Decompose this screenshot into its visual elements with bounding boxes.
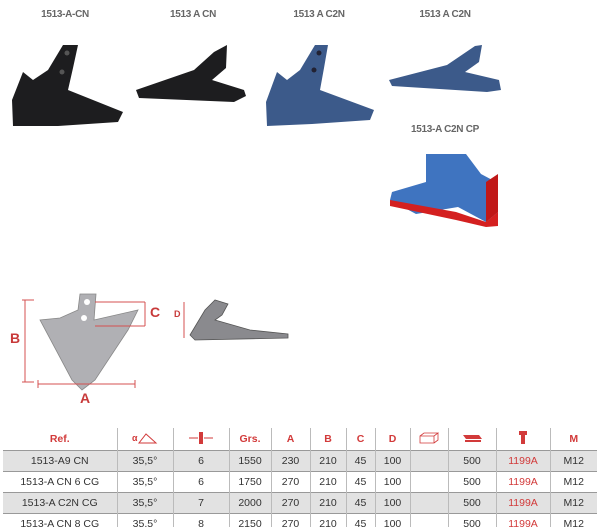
cell-c: 45: [345, 450, 375, 472]
cell-d: 100: [374, 492, 410, 514]
cell-ref: 1513-A CN 8 CG: [3, 513, 117, 527]
cell-a: 270: [270, 492, 310, 514]
cell-pallet: 500: [447, 513, 496, 527]
cell-m: M12: [549, 492, 597, 514]
cell-d: 100: [374, 471, 410, 493]
angle-icon: α: [116, 428, 173, 451]
cell-pallet: 500: [447, 450, 496, 472]
cell-grs: 2150: [228, 513, 271, 527]
cell-b: 210: [309, 492, 346, 514]
cell-a: 270: [270, 513, 310, 527]
cell-box: [409, 450, 448, 472]
product-caption: 1513 A C2N: [419, 9, 471, 20]
bolt-icon: [495, 428, 550, 451]
cell-angle: 35,5°: [116, 492, 173, 514]
table-header: Ref. α Grs. A B C D M: [3, 428, 597, 451]
product-image-1513-a-c2n: [266, 45, 374, 126]
box-icon: [409, 428, 448, 451]
cell-thickness: 6: [172, 450, 229, 472]
dimension-diagram: [22, 293, 289, 391]
cell-thickness: 6: [172, 471, 229, 493]
col-c: C: [345, 428, 375, 451]
cell-b: 210: [309, 471, 346, 493]
cell-angle: 35,5°: [116, 513, 173, 527]
cell-b: 210: [309, 513, 346, 527]
cell-bolt: 1199A: [495, 450, 550, 472]
dimension-label-a: A: [80, 390, 91, 406]
cell-a: 270: [270, 471, 310, 493]
cell-m: M12: [549, 450, 597, 472]
dimension-label-c: C: [150, 304, 161, 320]
cell-bolt: 1199A: [495, 513, 550, 527]
cell-grs: 1550: [228, 450, 271, 472]
cell-angle: 35,5°: [116, 450, 173, 472]
product-caption: 1513-A-CN: [41, 9, 89, 20]
cell-m: M12: [549, 513, 597, 527]
cell-bolt: 1199A: [495, 492, 550, 514]
product-caption: 1513 A C2N: [293, 9, 345, 20]
col-m: M: [549, 428, 597, 451]
cell-grs: 2000: [228, 492, 271, 514]
svg-text:α: α: [132, 433, 138, 443]
cell-box: [409, 492, 448, 514]
cell-b: 210: [309, 450, 346, 472]
cell-grs: 1750: [228, 471, 271, 493]
col-ref: Ref.: [49, 433, 70, 445]
cell-ref: 1513-A9 CN: [3, 450, 117, 472]
cell-thickness: 7: [172, 492, 229, 514]
product-image-1513-a-cn: [12, 45, 123, 126]
col-d: D: [374, 428, 410, 451]
col-b: B: [309, 428, 346, 451]
cell-a: 230: [270, 450, 310, 472]
cell-pallet: 500: [447, 492, 496, 514]
cell-c: 45: [345, 471, 375, 493]
product-image-1513-a-c2n-cp: [390, 154, 498, 227]
cell-pallet: 500: [447, 471, 496, 493]
cell-box: [409, 471, 448, 493]
col-grs: Grs.: [228, 428, 271, 451]
thickness-icon: [172, 428, 229, 451]
cell-box: [409, 513, 448, 527]
product-image-1513-a-cn-side: [136, 45, 246, 102]
cell-d: 100: [374, 450, 410, 472]
pallet-icon: [447, 428, 496, 451]
cell-bolt: 1199A: [495, 471, 550, 493]
cell-angle: 35,5°: [116, 471, 173, 493]
col-a: A: [270, 428, 310, 451]
cell-ref: 1513-A C2N CG: [3, 492, 117, 514]
dimension-label-d: D: [174, 309, 181, 319]
cell-c: 45: [345, 513, 375, 527]
cell-d: 100: [374, 513, 410, 527]
product-caption: 1513-A C2N CP: [411, 124, 479, 135]
cell-c: 45: [345, 492, 375, 514]
dimension-label-b: B: [10, 330, 21, 346]
cell-ref: 1513-A CN 6 CG: [3, 471, 117, 493]
cell-m: M12: [549, 471, 597, 493]
product-caption: 1513 A CN: [169, 9, 217, 20]
cell-thickness: 8: [172, 513, 229, 527]
product-image-1513-a-c2n-side: [389, 45, 501, 92]
